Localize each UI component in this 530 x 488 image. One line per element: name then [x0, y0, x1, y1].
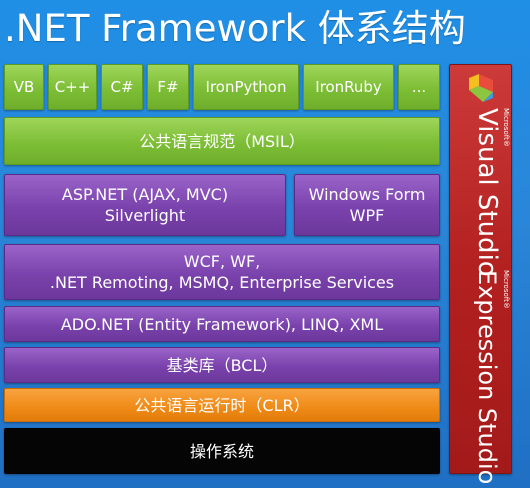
winforms-layer: Windows Form WPF [294, 174, 440, 236]
bcl-layer: 基类库（BCL） [4, 347, 440, 383]
aspnet-layer: ASP.NET (AJAX, MVC) Silverlight [4, 174, 286, 236]
winforms-label: Windows Form WPF [308, 185, 426, 225]
language-label: C# [110, 78, 134, 96]
wcf-layer: WCF, WF, .NET Remoting, MSMQ, Enterprise… [4, 244, 440, 300]
os-layer: 操作系统 [4, 428, 440, 474]
clr-layer: 公共语言运行时（CLR） [4, 388, 440, 422]
language-box-ironpython: IronPython [193, 64, 299, 110]
language-box-cpp: C++ [48, 64, 97, 110]
language-box-fsharp: F# [147, 64, 189, 110]
language-box-vb: VB [4, 64, 44, 110]
language-label: IronPython [205, 78, 287, 96]
language-box-ironruby: IronRuby [303, 64, 394, 110]
clr-label: 公共语言运行时（CLR） [134, 395, 310, 415]
visual-studio-name: Visual Studio [472, 108, 502, 277]
language-box-csharp: C# [101, 64, 143, 110]
msil-layer: 公共语言规范（MSIL） [4, 117, 440, 165]
msil-label: 公共语言规范（MSIL） [139, 131, 305, 151]
visual-studio-microsoft-label: Microsoft® [502, 108, 510, 147]
tools-sidebar [449, 64, 512, 474]
adonet-layer: ADO.NET (Entity Framework), LINQ, XML [4, 306, 440, 342]
aspnet-label: ASP.NET (AJAX, MVC) Silverlight [61, 185, 229, 225]
language-label: VB [13, 78, 35, 96]
language-label: ... [411, 78, 427, 96]
language-label: IronRuby [315, 78, 382, 96]
bcl-label: 基类库（BCL） [166, 355, 278, 375]
wcf-label: WCF, WF, .NET Remoting, MSMQ, Enterprise… [49, 252, 395, 292]
visual-studio-logo-icon [469, 74, 493, 102]
language-label: F# [157, 78, 179, 96]
expression-studio-name: Expression Studio 3 [473, 270, 501, 488]
language-box-more: ... [398, 64, 440, 110]
adonet-label: ADO.NET (Entity Framework), LINQ, XML [60, 314, 384, 334]
expression-studio-microsoft-label: Microsoft® [502, 270, 510, 309]
diagram-title: .NET Framework 体系结构 [4, 7, 466, 50]
language-label: C++ [54, 78, 91, 96]
os-label: 操作系统 [189, 441, 254, 461]
